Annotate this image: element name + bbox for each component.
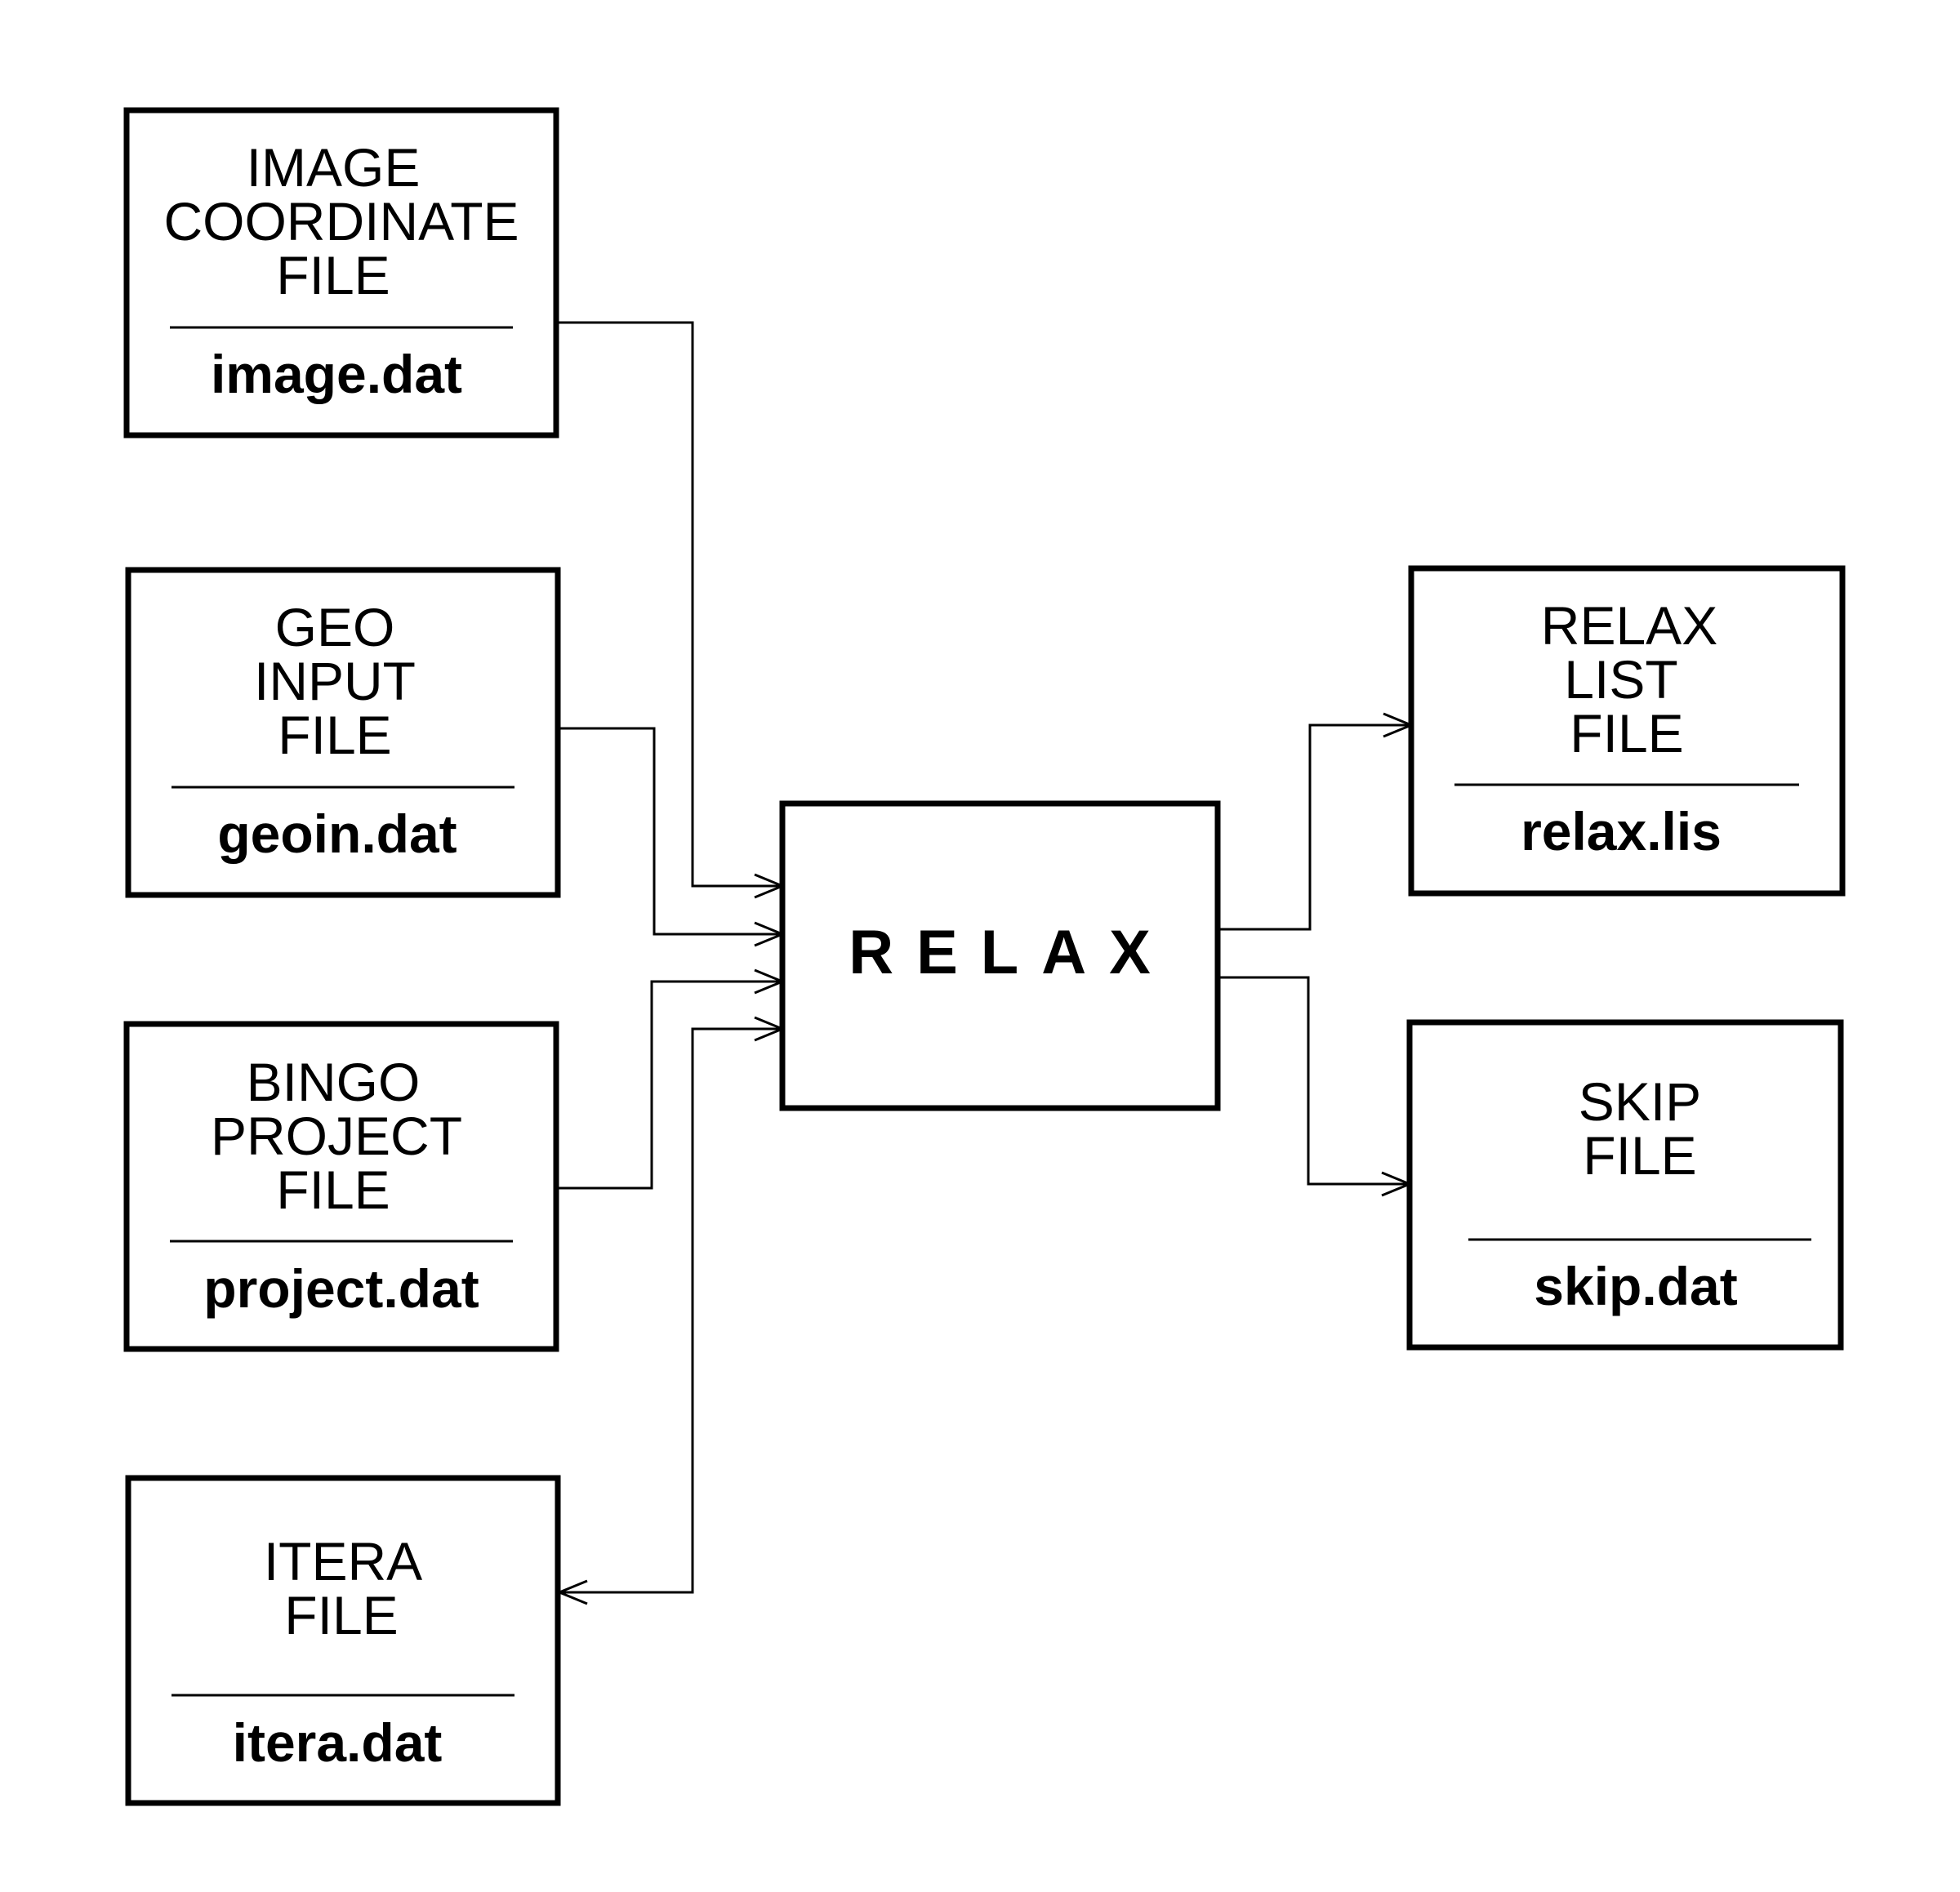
- file-box-frame: [1406, 1019, 1844, 1351]
- file-title-line: COORDINATE: [163, 191, 519, 252]
- file-name: relax.lis: [1521, 801, 1722, 861]
- file-title-line: FILE: [276, 245, 390, 305]
- process-box-frame: [779, 800, 1221, 1111]
- file-name: project.dat: [203, 1258, 479, 1319]
- process-box-relax: RELAX: [779, 800, 1221, 1111]
- file-title-line: FILE: [276, 1160, 390, 1220]
- connector-geoin-to-relax: [558, 727, 782, 936]
- file-box-image-coordinate: IMAGE COORDINATE FILE image.dat: [123, 107, 559, 438]
- file-title-line: FILE: [1570, 703, 1683, 763]
- connector-relax-to-skip: [1218, 976, 1410, 1186]
- file-title-line: RELAX: [1541, 595, 1717, 656]
- file-name: geoin.dat: [217, 804, 457, 864]
- file-box-skip: SKIP FILE skip.dat: [1406, 1019, 1844, 1351]
- file-title-line: FILE: [284, 1585, 398, 1645]
- connector-project-to-relax: [556, 980, 782, 1190]
- file-box-frame: [1408, 565, 1846, 897]
- file-box-itera: ITERA FILE itera.dat: [125, 1475, 561, 1806]
- file-name: skip.dat: [1534, 1256, 1737, 1316]
- file-box-frame: [125, 1475, 561, 1806]
- file-title-line: LIST: [1564, 649, 1677, 710]
- file-box-relax-list: RELAX LIST FILE relax.lis: [1408, 565, 1846, 897]
- connector-itera-relax: [559, 1027, 782, 1594]
- process-label: RELAX: [849, 918, 1174, 987]
- file-name: itera.dat: [233, 1712, 443, 1773]
- file-title-line: FILE: [278, 705, 391, 765]
- connector-image-to-relax: [556, 321, 782, 888]
- file-box-bingo-project: BINGO PROJECT FILE project.dat: [123, 1021, 559, 1352]
- file-title-line: INPUT: [254, 651, 416, 711]
- file-box-geo-input: GEO INPUT FILE geoin.dat: [125, 567, 561, 898]
- file-box-frame: [123, 1021, 559, 1352]
- file-title-line: FILE: [1583, 1125, 1696, 1186]
- file-box-frame: [125, 567, 561, 898]
- file-box-frame: [123, 107, 559, 438]
- file-title-line: SKIP: [1579, 1071, 1701, 1132]
- file-title-line: PROJECT: [211, 1106, 462, 1166]
- connector-relax-to-relaxlis: [1218, 723, 1411, 931]
- file-name: image.dat: [211, 344, 462, 404]
- file-title-line: IMAGE: [247, 137, 421, 198]
- file-title-line: ITERA: [264, 1531, 422, 1592]
- file-title-line: GEO: [275, 597, 395, 657]
- file-title-line: BINGO: [247, 1052, 421, 1112]
